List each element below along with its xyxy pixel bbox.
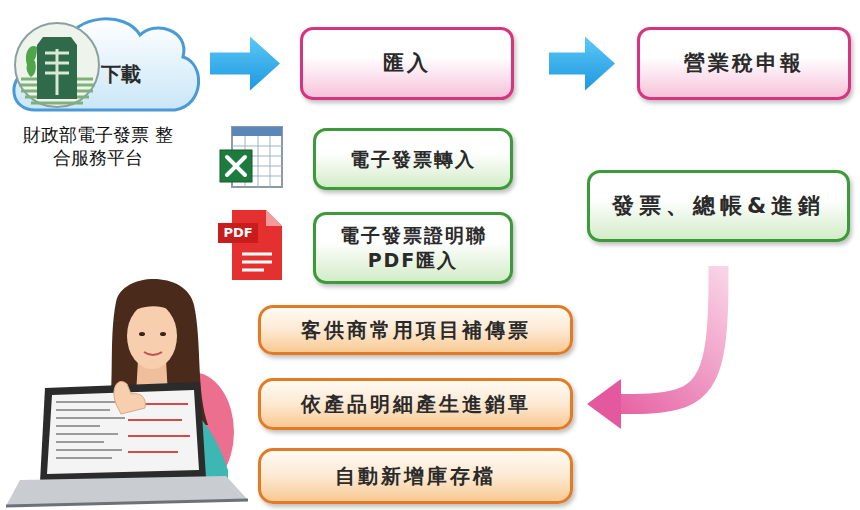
node-label: 自動新增庫存檔: [335, 463, 496, 489]
process-box: 匯入: [300, 27, 514, 100]
import-box: 電子發票轉入: [313, 128, 513, 190]
ministry-logo: [15, 23, 99, 107]
function-box: 自動新增庫存檔: [258, 448, 573, 504]
node-label: 電子發票證明聯 PDF匯入: [333, 223, 493, 272]
pdf-page: [232, 210, 282, 280]
platform-caption: 財政部電子發票 整合服務平台: [23, 123, 173, 170]
node-label: 營業稅申報: [684, 50, 804, 77]
excel-mark: [227, 157, 245, 175]
laptop-screen: [40, 382, 206, 482]
function-box: 客供商常用項目補傳票: [258, 305, 573, 355]
block-arrow: [210, 37, 280, 91]
eye: [160, 332, 166, 336]
flow-arrow: [549, 37, 615, 91]
pdf-fold: [266, 210, 282, 226]
mouth: [144, 352, 162, 355]
logo-building: [37, 37, 77, 99]
pdf-icon: [218, 210, 282, 280]
logo-ring: [15, 23, 99, 107]
bangs: [124, 295, 184, 320]
screen-lines: [128, 404, 190, 452]
node-label: 下載: [101, 61, 141, 87]
node-label: 電子發票轉入: [350, 147, 476, 172]
flow-arrow: [210, 37, 280, 91]
icon-label: PDF: [218, 223, 258, 243]
module-box: 發票、總帳&進銷: [587, 170, 850, 242]
arrow-head: [587, 379, 621, 429]
pdf-badge: [218, 223, 258, 243]
logo-leaf: [26, 46, 37, 77]
node-label: 依產品明細產生進銷單: [301, 391, 531, 417]
cloud-node: 下載財政部電子發票 整合服務平台: [5, 5, 205, 120]
node-label: 客供商常用項目補傳票: [301, 317, 531, 343]
excel-icon: [220, 127, 282, 187]
screen-lines: [56, 402, 125, 458]
block-arrow: [549, 37, 615, 91]
process-box: 營業稅申報: [637, 27, 851, 100]
flow-arrow: [587, 266, 719, 429]
excel-badge: [220, 150, 252, 182]
thumb-hand: [114, 381, 145, 414]
import-box: 電子發票證明聯 PDF匯入: [313, 212, 513, 284]
curved-arrow: [619, 266, 719, 404]
node-label: 匯入: [383, 50, 431, 77]
sheet-bar: [232, 127, 282, 136]
face: [127, 303, 177, 369]
woman-illustration: [6, 279, 248, 506]
laptop-base: [6, 476, 248, 506]
logo-windows: [45, 49, 69, 95]
eye: [139, 332, 145, 336]
function-box: 依產品明細產生進銷單: [258, 378, 573, 430]
pdf-lines: [242, 254, 272, 270]
node-label: 發票、總帳&進銷: [612, 192, 825, 221]
laptop-edge: [6, 500, 248, 506]
cloud-outline: [14, 19, 199, 110]
